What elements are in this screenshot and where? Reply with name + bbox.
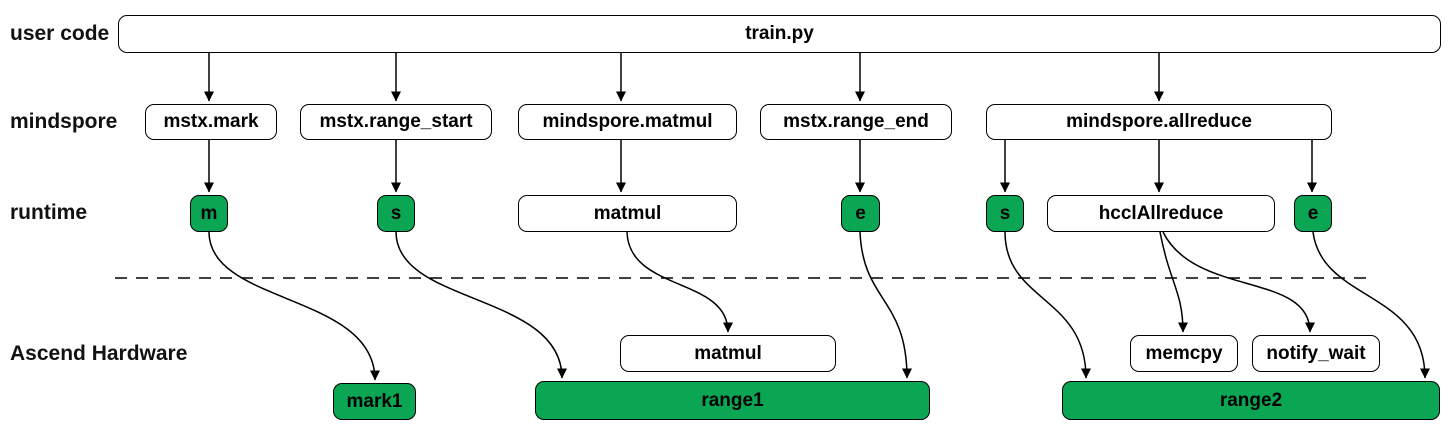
row-label-mindspore: mindspore [10,110,118,133]
node-hw-memcpy: memcpy [1130,335,1238,372]
node-hw-matmul: matmul [620,335,836,372]
row-label-user-code: user code [10,22,110,45]
node-runtime-m: m [190,195,228,232]
arrow-e-to-range1 [859,231,912,379]
row-label-runtime: runtime [10,201,88,224]
row-label-ascend-hardware: Ascend Hardware [10,342,188,365]
arrow-s-to-range1 [395,231,567,379]
node-runtime-s2: s [986,195,1024,232]
node-hw-range1: range1 [535,381,930,420]
node-mindspore-matmul: mindspore.matmul [518,104,737,140]
node-mstx-range-end: mstx.range_end [760,104,952,140]
arrow-hccl-to-notify-wait [1162,231,1315,333]
node-runtime-e1: e [841,195,880,232]
node-mstx-range-start: mstx.range_start [300,104,492,140]
arrow-m-to-mark1 [208,231,380,381]
node-mindspore-allreduce: mindspore.allreduce [986,104,1332,140]
node-train-py: train.py [118,15,1441,53]
node-runtime-matmul: matmul [518,195,737,232]
arrow-hccl-to-memcpy [1159,231,1188,333]
node-runtime-s1: s [377,195,415,232]
arrow-rt-matmul-to-hw-matmul [626,231,733,333]
node-mstx-mark: mstx.mark [145,104,277,140]
arrow-s2-to-range2 [1004,231,1091,379]
node-hw-notify-wait: notify_wait [1252,335,1380,372]
node-hw-mark1: mark1 [333,383,416,420]
node-hw-range2: range2 [1062,381,1440,420]
node-runtime-hcclallreduce: hcclAllreduce [1047,195,1275,232]
node-runtime-e2: e [1294,195,1332,232]
